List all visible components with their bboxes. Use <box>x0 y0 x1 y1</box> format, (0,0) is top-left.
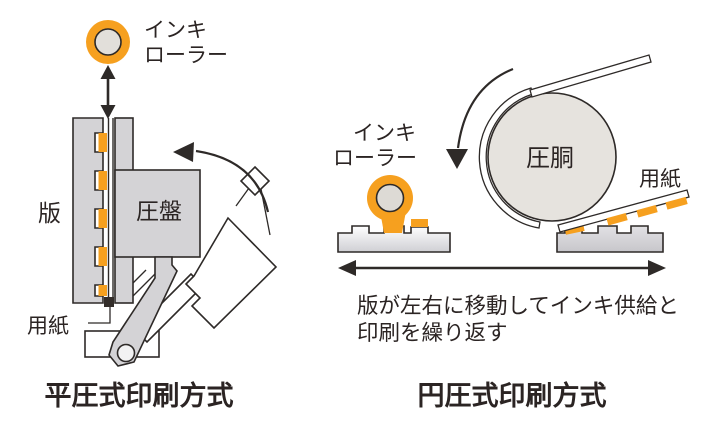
pivot-joint <box>116 343 136 363</box>
platen-press-diagram: インキ ローラー 版 圧盤 用紙 平圧式印刷方式 <box>27 19 278 411</box>
plate-label: 版 <box>38 200 61 226</box>
paper-grip-dot <box>104 297 114 307</box>
printed-ink-dashes <box>606 196 688 226</box>
swing-arrow-arc <box>195 149 270 213</box>
ink-roller-label-line1: インキ <box>144 19 207 42</box>
impression-cylinder <box>487 92 617 222</box>
rotation-arrow-arc <box>456 67 514 149</box>
up-down-arrow <box>100 65 116 119</box>
ink-roller-core <box>375 183 405 213</box>
linkage-line <box>132 270 159 297</box>
swing-arrow-head <box>173 142 194 162</box>
linkage-line <box>235 187 250 207</box>
description-line2: 印刷を繰り返す <box>357 321 508 345</box>
printing-plate <box>72 117 104 304</box>
description-line1: 版が左右に移動してインキ供給と <box>357 294 679 318</box>
ink-roller-label-line2: ローラー <box>144 44 228 67</box>
platen-arm <box>108 256 178 367</box>
paper-out-strip <box>529 54 652 98</box>
linkage-line <box>132 269 147 284</box>
ink-roller-core <box>94 28 122 56</box>
inked-relief-left <box>411 219 428 227</box>
platen-label: 圧盤 <box>136 198 182 224</box>
left-right-arrow <box>338 260 666 276</box>
cylinder-press-diagram: インキ ローラー 圧胴 用紙 版が左右に移動してインキ供給と 印刷を繰り返す 円… <box>333 54 690 411</box>
ink-roller-label-line2: ローラー <box>333 147 417 170</box>
cylinder-label: 圧胴 <box>526 145 574 172</box>
paper-label: 用紙 <box>27 315 69 338</box>
platen-block <box>114 169 201 258</box>
rotation-arrow-head <box>446 149 468 169</box>
paper-label: 用紙 <box>639 168 681 191</box>
open-platen-body-outline <box>184 216 278 330</box>
cylinder-press-caption: 円圧式印刷方式 <box>418 380 607 411</box>
gripper-guard-band <box>478 87 541 229</box>
paper-leader-line <box>88 307 111 324</box>
ink-roller-label-line1: インキ <box>353 122 416 145</box>
ink-patches <box>98 133 107 296</box>
plate-base-left <box>337 225 451 253</box>
paper-in-strip <box>557 189 690 233</box>
platen-press-caption: 平圧式印刷方式 <box>45 380 234 411</box>
